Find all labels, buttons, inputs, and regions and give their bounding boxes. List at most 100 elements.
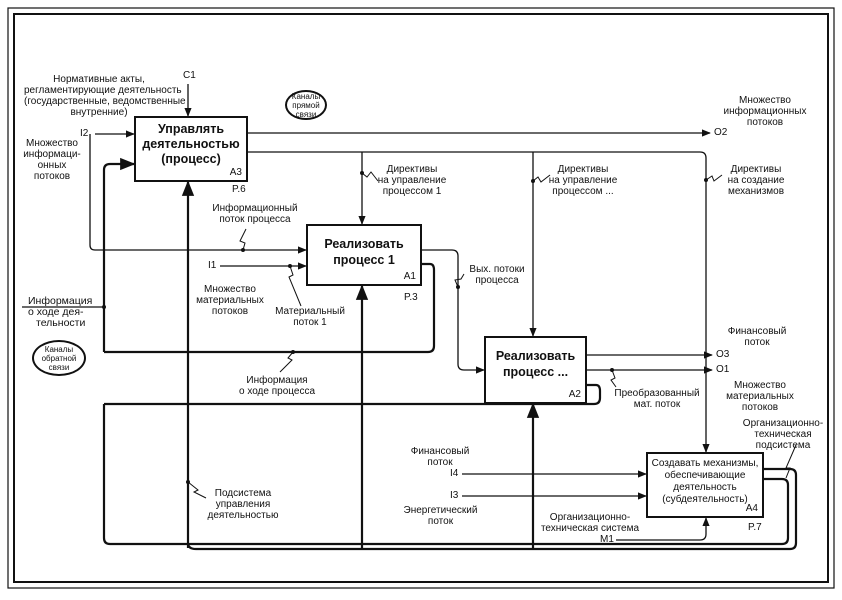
- arrow-info-process-flow: [89, 134, 307, 254]
- leader-material-flow-1: [288, 265, 302, 307]
- arrow-process-info: [104, 262, 436, 354]
- oval-text-line: прямой: [292, 100, 320, 110]
- label-material-flow-1: Материальный поток 1: [270, 306, 350, 328]
- label-org-tech-system: Организационно- техническая система: [530, 512, 650, 534]
- oval-text-line: Каналы: [44, 344, 74, 354]
- label-line: Директивы: [386, 164, 438, 175]
- label-line: Множество: [204, 284, 256, 295]
- code-m1: M1: [600, 534, 614, 545]
- label-line: информационных: [723, 106, 807, 117]
- label-line: подсистема: [755, 440, 811, 451]
- label-process-info: Информация о ходе процесса: [232, 375, 322, 397]
- label-line: техническая система: [540, 523, 640, 534]
- arrow-a4-output-inner: [186, 467, 798, 551]
- label-line: деятельностью: [207, 510, 279, 521]
- leader-transformed: [610, 369, 617, 388]
- label-line: о ходе дея-: [28, 306, 84, 318]
- block-a2-title-line: процесс ...: [502, 365, 569, 379]
- label-info-flows-set: Множество информаци- онных потоков: [22, 138, 82, 182]
- leader-info-process-flow: [239, 228, 247, 251]
- label-line: поток: [744, 337, 770, 348]
- label-directives-mech: Директивы на создание механизмов: [716, 164, 796, 197]
- label-line: (государственные, ведомственные: [24, 96, 186, 107]
- label-financial-out: Финансовый поток: [722, 326, 792, 348]
- block-a4-number: A4: [745, 503, 758, 514]
- block-a1-title-line: процесс 1: [333, 253, 395, 267]
- code-i4: I4: [450, 468, 459, 479]
- arrow-a4-to-bus: [102, 404, 790, 546]
- label-line: процесса: [475, 275, 519, 286]
- block-a2-number: A2: [568, 389, 581, 400]
- code-o2: O2: [714, 127, 728, 138]
- label-mgmt-subsystem: Подсистема управления деятельностью: [198, 488, 288, 521]
- label-directives-pn: Директивы на управление процессом ...: [543, 164, 623, 197]
- label-line: поток: [427, 457, 453, 468]
- label-line: онных: [37, 160, 67, 171]
- label-line: Финансовый: [410, 446, 470, 457]
- label-line: механизмов: [727, 186, 785, 197]
- oval-text-line: связи: [295, 109, 317, 119]
- inner-frame: [13, 13, 829, 583]
- oval-text-line: Каналы: [291, 91, 321, 101]
- label-info-flows-out: Множество информационных потоков: [720, 95, 810, 128]
- label-transformed: Преобразованный мат. поток: [612, 388, 702, 410]
- label-line: Информация: [28, 295, 93, 307]
- block-a1-page-ref: P.3: [404, 292, 418, 303]
- label-line: Материальный: [275, 306, 345, 317]
- label-line: процессом ...: [552, 186, 614, 197]
- label-line: на управление: [548, 175, 618, 186]
- label-line: потоков: [746, 117, 784, 128]
- label-line: потоков: [741, 402, 779, 413]
- label-info-process-flow: Информационный поток процесса: [210, 203, 300, 225]
- leader-directives-p1: [361, 171, 379, 182]
- label-line: Преобразованный: [614, 388, 700, 399]
- label-line: тельности: [36, 317, 86, 329]
- arrow-directives-mech: [248, 151, 710, 453]
- label-line: Множество: [734, 380, 786, 391]
- label-line: поток: [427, 516, 454, 527]
- label-line: Подсистема: [214, 488, 272, 499]
- label-line: материальных: [196, 295, 264, 306]
- block-a3-number: A3: [229, 167, 242, 178]
- code-o3: O3: [716, 349, 730, 360]
- label-line: потоков: [211, 306, 249, 317]
- oval-feedback-channels: Каналы обратной связи: [32, 340, 86, 376]
- label-line: Директивы: [730, 164, 782, 175]
- block-a3-title-line: деятельностью: [142, 137, 240, 151]
- label-line: на управление: [377, 175, 447, 186]
- label-line: Финансовый: [727, 326, 787, 337]
- label-line: процессом 1: [382, 186, 442, 197]
- label-line: Директивы: [557, 164, 609, 175]
- label-line: Организационно-: [549, 512, 631, 523]
- label-line: о ходе процесса: [238, 386, 316, 397]
- label-line: потоков: [33, 171, 71, 182]
- block-a3-page-ref: P.6: [232, 184, 246, 195]
- label-line: мат. поток: [633, 399, 681, 410]
- label-line: Энергетический: [403, 505, 478, 516]
- block-a1-number: A1: [403, 271, 416, 282]
- label-line: техническая: [754, 429, 812, 440]
- label-line: Нормативные акты,: [53, 74, 145, 85]
- code-o1: O1: [716, 364, 730, 375]
- oval-direct-channels: Каналы прямой связи: [285, 90, 327, 120]
- block-a3-manage-activity[interactable]: Управлять деятельностью (процесс) A3: [134, 116, 248, 182]
- code-i3: I3: [450, 490, 459, 501]
- label-line: поток процесса: [219, 214, 291, 225]
- label-line: управления: [215, 499, 271, 510]
- code-i2: I2: [80, 128, 89, 139]
- block-a2-process-n[interactable]: Реализовать процесс ... A2: [484, 336, 587, 404]
- label-line: Множество: [26, 138, 78, 149]
- label-line: регламентирующие деятельность: [24, 85, 182, 96]
- label-line: Информационный: [212, 203, 298, 214]
- label-material-set: Множество материальных потоков: [190, 284, 270, 317]
- block-a4-create-mechanisms[interactable]: Создавать механизмы, обеспечивающие деят…: [646, 452, 764, 518]
- label-line: Организационно-: [742, 418, 824, 429]
- arrow-a1-out: [422, 249, 485, 374]
- label-material-out: Множество материальных потоков: [720, 380, 800, 413]
- block-a1-process-1[interactable]: Реализовать процесс 1 A1: [306, 224, 422, 286]
- leader-org-tech-subsystem: [785, 444, 797, 479]
- block-a2-title-line: Реализовать: [495, 349, 576, 363]
- block-a1-title-line: Реализовать: [324, 237, 404, 251]
- label-directives-p1: Директивы на управление процессом 1: [372, 164, 452, 197]
